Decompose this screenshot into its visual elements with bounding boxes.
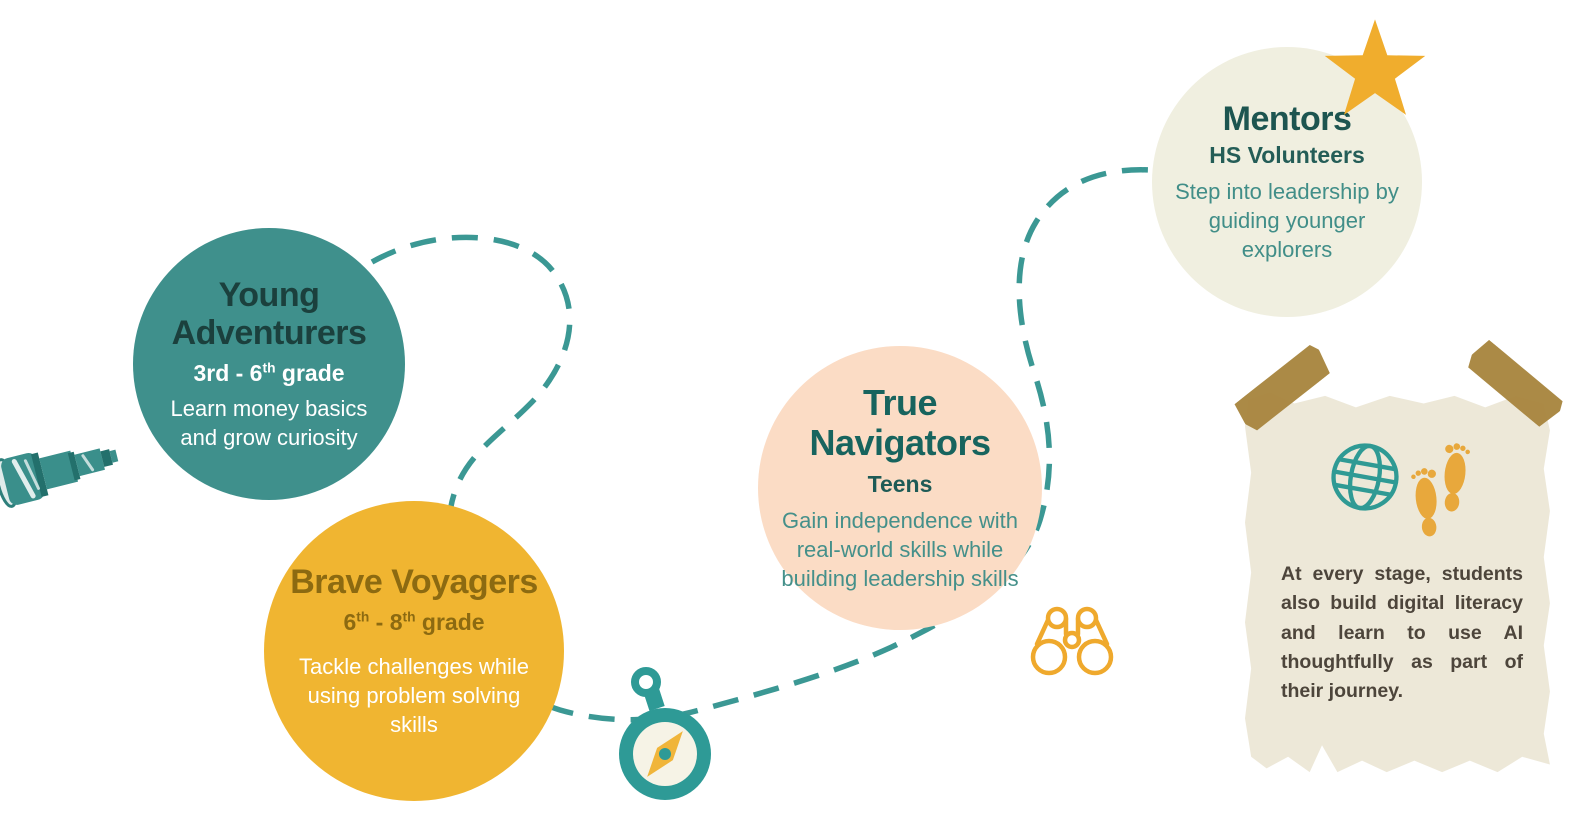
note-card: At every stage, students also build digi…: [1241, 366, 1555, 782]
compass-icon: [619, 667, 711, 800]
grade-sup: th: [402, 609, 416, 625]
globe-icon: [1331, 443, 1399, 511]
stage-title: Young Adventurers: [171, 275, 367, 352]
stage-circle-young-adventurers: Young Adventurers 3rd - 6th grade Learn …: [133, 228, 405, 500]
note-paper: At every stage, students also build digi…: [1245, 392, 1550, 773]
note-text: At every stage, students also build digi…: [1281, 563, 1523, 702]
stage-title: True Navigators: [809, 381, 991, 464]
grade-text: grade: [415, 608, 485, 635]
stage-grade: 3rd - 6th grade: [193, 360, 344, 388]
grade-text: 3rd - 6: [193, 359, 263, 386]
stage-title: Mentors: [1222, 100, 1352, 139]
grade-sup: th: [262, 360, 276, 376]
stage-description: Tackle challenges while using problem so…: [299, 654, 529, 738]
star-icon: [1324, 19, 1426, 115]
footprints-icon: [1411, 443, 1470, 537]
stage-circle-mentors: Mentors HS Volunteers Step into leadersh…: [1152, 47, 1422, 317]
stage-grade: 6th - 8th grade: [343, 609, 484, 637]
stage-description: Learn money basics and grow curiosity: [170, 396, 368, 451]
telescope-icon: [0, 448, 119, 508]
note-icons: [1245, 438, 1550, 542]
stage-circle-brave-voyagers: Brave Voyagers 6th - 8th grade Tackle ch…: [264, 501, 564, 801]
stage-title: Brave Voyagers: [290, 562, 538, 601]
stage-subtitle: Teens: [867, 471, 933, 498]
stage-description: Step into leadership by guiding younger …: [1175, 178, 1399, 262]
grade-text: grade: [275, 359, 345, 386]
grade-text: 6: [343, 608, 357, 635]
binoculars-icon: [1030, 606, 1114, 676]
stage-description: Gain independence with real-world skills…: [781, 508, 1019, 592]
stage-circle-true-navigators: True Navigators Teens Gain independence …: [758, 346, 1042, 630]
grade-sup: th: [356, 609, 370, 625]
stage-subtitle: HS Volunteers: [1209, 142, 1365, 169]
grade-text: - 8: [369, 608, 403, 635]
